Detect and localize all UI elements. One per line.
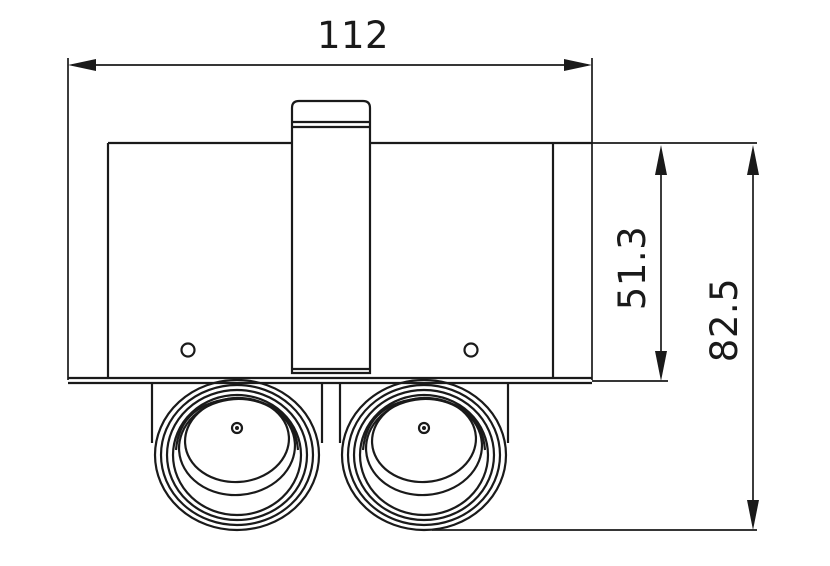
stem-outline (290, 99, 372, 375)
fixing-holes-group (180, 342, 479, 358)
lamp-right-ring-outer (340, 378, 508, 532)
lamp-left-ring-2 (159, 383, 315, 527)
lamp-head-right (338, 378, 510, 532)
lamp-right-lens-crown (361, 396, 487, 451)
dimension-overall-height: 82.5 (432, 145, 759, 531)
lamp-right-ring-4 (358, 393, 490, 517)
dimension-label-112: 112 (317, 14, 389, 57)
lamp-right-center-screw-ring (417, 421, 431, 435)
fixture-housing (68, 141, 592, 385)
width-arrowhead-right (564, 59, 592, 71)
lamp-left-lens-crown (174, 396, 300, 451)
lamp-left-center-screw-ring (230, 421, 244, 435)
lamp-head-left (150, 378, 324, 532)
overall-height-arrowhead-bottom (747, 500, 759, 530)
dimension-label-51-3: 51.3 (611, 226, 654, 310)
dimension-overall-width: 112 (67, 14, 593, 380)
fixing-hole-left (180, 342, 196, 358)
body-height-arrowhead-top (655, 145, 667, 175)
lamp-left-ring-4 (171, 393, 303, 517)
body-height-arrowhead-bottom (655, 351, 667, 381)
lamp-right-center-screw-dot (422, 426, 426, 430)
dimension-label-82-5: 82.5 (703, 278, 746, 362)
dimension-body-height: 51.3 (540, 142, 757, 382)
lamp-right-ring-3 (352, 388, 496, 522)
lamp-left-ring-3 (165, 388, 309, 522)
fixing-hole-right (463, 342, 479, 358)
lamp-left-center-screw-dot (235, 426, 239, 430)
lamp-left-ring-outer (153, 378, 321, 532)
width-arrowhead-left (68, 59, 96, 71)
overall-height-arrowhead-top (747, 145, 759, 175)
central-mounting-stem (290, 99, 372, 375)
lamp-right-ring-2 (346, 383, 502, 527)
